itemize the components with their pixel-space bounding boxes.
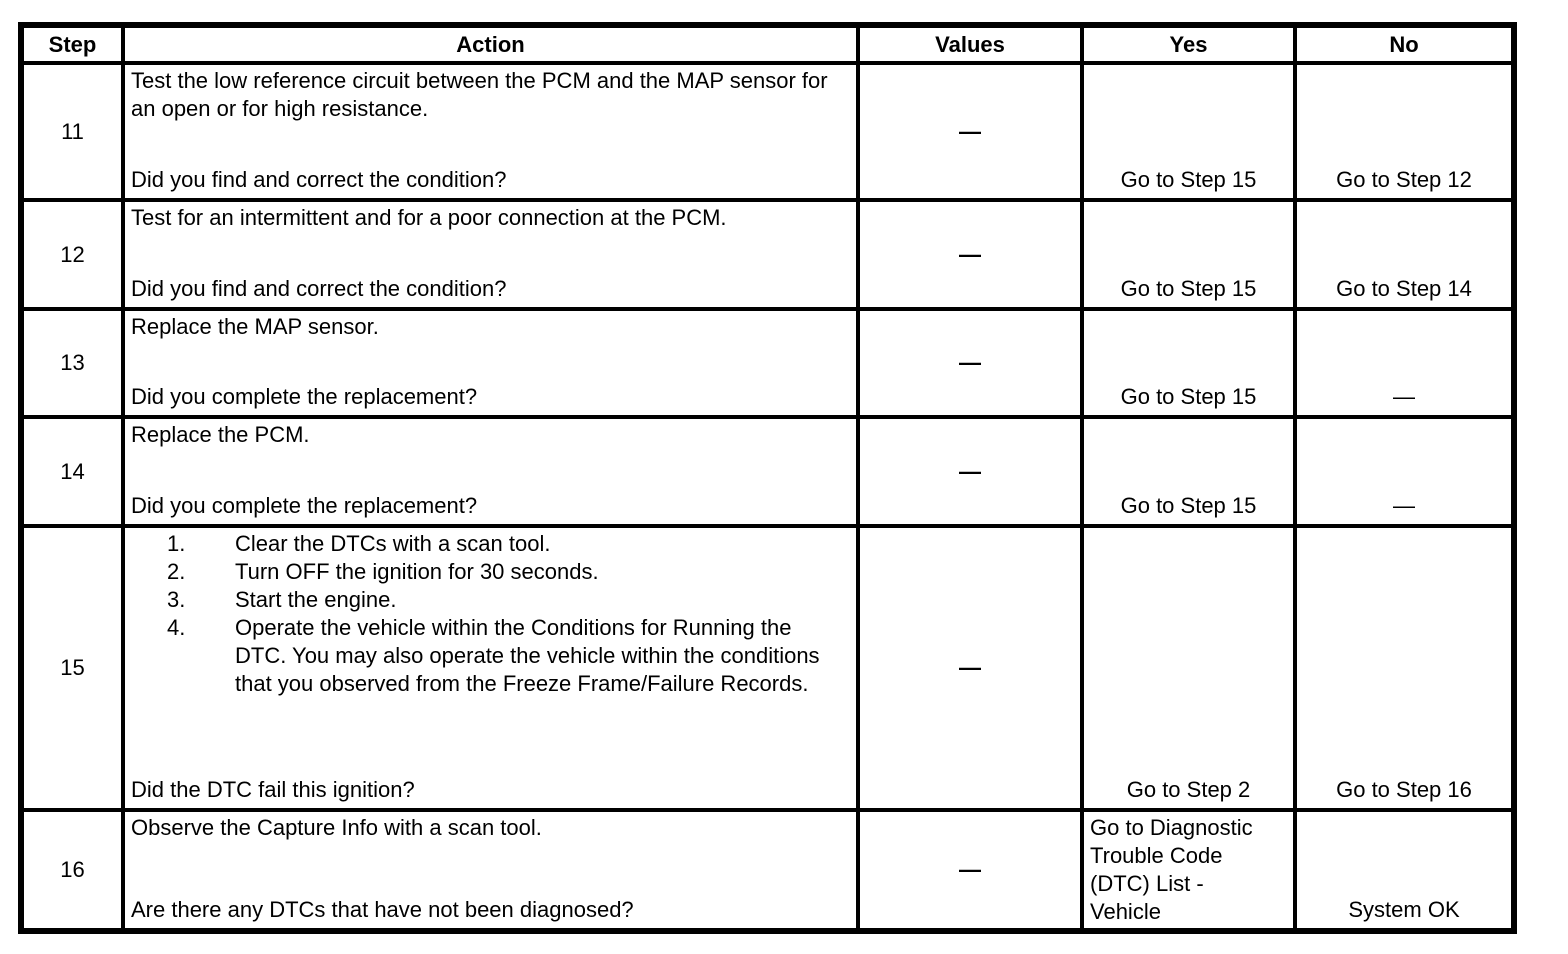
list-item: 2. Turn OFF the ignition for 30 seconds. xyxy=(131,558,848,586)
list-item-text: Operate the vehicle within the Condition… xyxy=(235,615,820,696)
column-header-yes: Yes xyxy=(1084,28,1293,61)
action-text: Replace the PCM. xyxy=(131,422,310,447)
yes-cell: Go to Step 2 xyxy=(1084,528,1293,808)
yes-cell: Go to Step 15 xyxy=(1084,311,1293,415)
list-item-number: 1. xyxy=(167,531,186,556)
step-number: 12 xyxy=(24,202,121,307)
yes-cell: Go to Step 15 xyxy=(1084,419,1293,524)
action-cell: 1. Clear the DTCs with a scan tool. 2. T… xyxy=(125,528,856,808)
yes-cell: Go to Step 15 xyxy=(1084,202,1293,307)
list-item: 3. Start the engine. xyxy=(131,586,848,614)
action-question: Did you complete the replacement? xyxy=(131,493,478,518)
column-header-action: Action xyxy=(125,28,856,61)
values-dash: — xyxy=(860,419,1080,524)
diagnostic-table: Step Action Values Yes No 11 Test the lo… xyxy=(18,22,1517,934)
action-cell: Replace the PCM. Did you complete the re… xyxy=(125,419,856,524)
action-cell: Test the low reference circuit between t… xyxy=(125,65,856,198)
values-dash: — xyxy=(860,528,1080,808)
no-cell: — xyxy=(1297,419,1511,524)
column-header-step: Step xyxy=(24,28,121,61)
no-cell: Go to Step 14 xyxy=(1297,202,1511,307)
action-question: Are there any DTCs that have not been di… xyxy=(131,897,634,922)
action-question: Did you find and correct the condition? xyxy=(131,167,507,192)
no-cell: Go to Step 12 xyxy=(1297,65,1511,198)
list-item-number: 3. xyxy=(167,587,186,612)
step-number: 13 xyxy=(24,311,121,415)
action-text: Observe the Capture Info with a scan too… xyxy=(131,815,542,840)
action-text: Test the low reference circuit between t… xyxy=(131,68,828,121)
list-item-text: Turn OFF the ignition for 30 seconds. xyxy=(235,559,599,584)
step-number: 14 xyxy=(24,419,121,524)
list-item-text: Clear the DTCs with a scan tool. xyxy=(235,531,551,556)
list-item-text: Start the engine. xyxy=(235,587,397,612)
action-text: Test for an intermittent and for a poor … xyxy=(131,205,727,230)
list-item: 4. Operate the vehicle within the Condit… xyxy=(131,614,848,698)
values-dash: — xyxy=(860,202,1080,307)
values-dash: — xyxy=(860,311,1080,415)
action-cell: Test for an intermittent and for a poor … xyxy=(125,202,856,307)
step-number: 11 xyxy=(24,65,121,198)
column-header-values: Values xyxy=(860,28,1080,61)
no-cell: Go to Step 16 xyxy=(1297,528,1511,808)
action-numbered-list: 1. Clear the DTCs with a scan tool. 2. T… xyxy=(131,530,848,698)
action-question: Did you find and correct the condition? xyxy=(131,276,507,301)
action-cell: Observe the Capture Info with a scan too… xyxy=(125,812,856,928)
column-header-no: No xyxy=(1297,28,1511,61)
action-text: Replace the MAP sensor. xyxy=(131,314,379,339)
yes-cell: Go to Step 15 xyxy=(1084,65,1293,198)
no-cell: — xyxy=(1297,311,1511,415)
step-number: 15 xyxy=(24,528,121,808)
list-item-number: 4. xyxy=(167,615,186,640)
values-dash: — xyxy=(860,812,1080,928)
list-item-number: 2. xyxy=(167,559,186,584)
yes-cell: Go to Diagnostic Trouble Code (DTC) List… xyxy=(1084,812,1293,928)
values-dash: — xyxy=(860,65,1080,198)
step-number: 16 xyxy=(24,812,121,928)
list-item: 1. Clear the DTCs with a scan tool. xyxy=(131,530,848,558)
action-cell: Replace the MAP sensor. Did you complete… xyxy=(125,311,856,415)
action-question: Did the DTC fail this ignition? xyxy=(131,777,415,802)
action-question: Did you complete the replacement? xyxy=(131,384,478,409)
no-cell: System OK xyxy=(1297,812,1511,928)
